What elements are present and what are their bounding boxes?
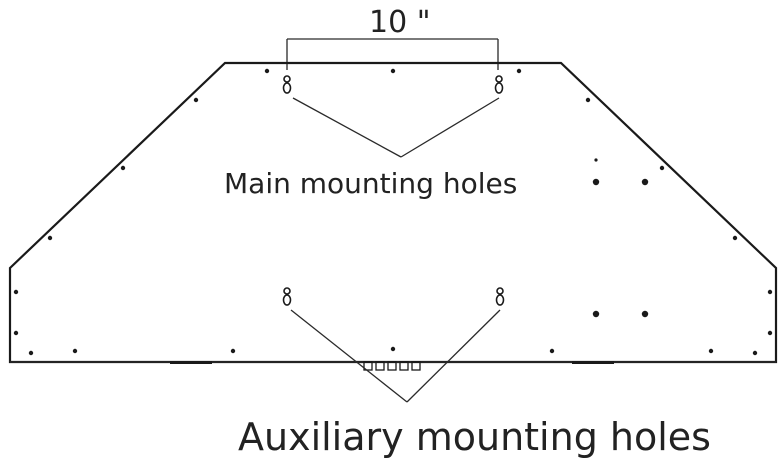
- vent-tabs: [363, 361, 421, 371]
- bottom-blocks: [170, 361, 614, 364]
- screw-dots: [13, 68, 773, 356]
- main-leader-lines: [292, 97, 500, 158]
- auxiliary-mounting-holes-label: Auxiliary mounting holes: [238, 415, 711, 459]
- main-mounting-holes-label: Main mounting holes: [224, 167, 517, 200]
- aux-leader-lines: [290, 309, 501, 403]
- main-keyhole-right: [494, 75, 504, 94]
- hood-outline: [8, 61, 778, 364]
- main-keyhole-left: [282, 75, 292, 94]
- large-dots: [592, 178, 649, 318]
- aux-keyhole-left: [282, 287, 292, 306]
- aux-keyhole-right: [495, 287, 505, 306]
- dimension-bracket: [286, 38, 499, 70]
- dimension-label: 10 ": [369, 5, 431, 40]
